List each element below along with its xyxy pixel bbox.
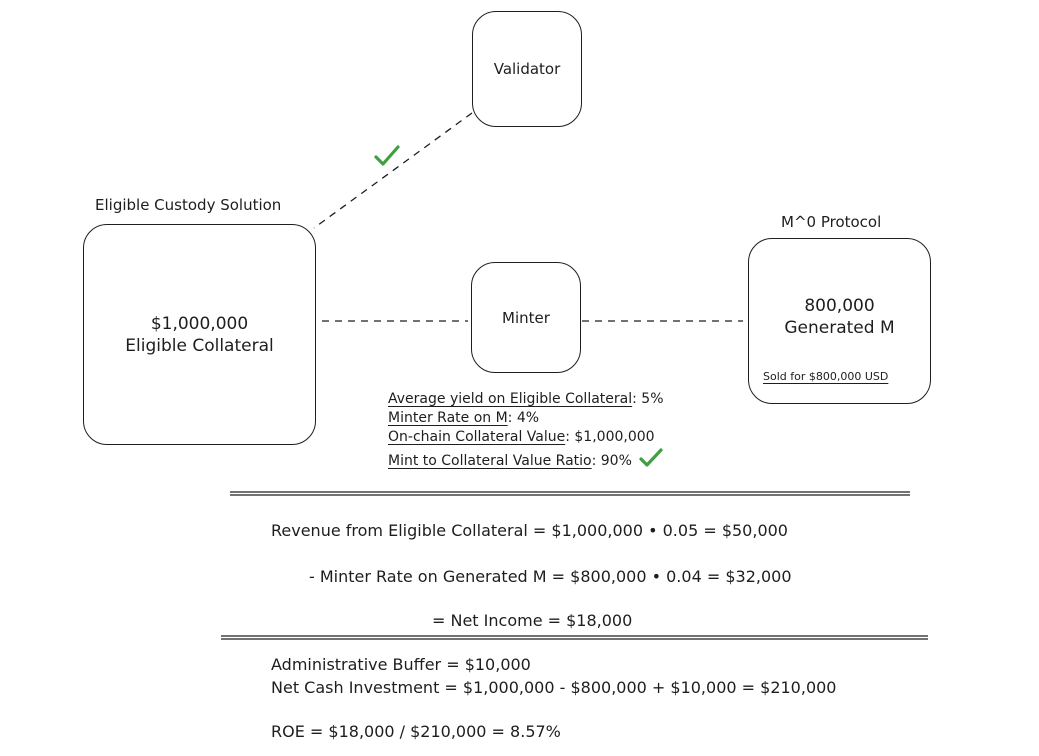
- stat-row: Minter Rate on M: 4%: [388, 409, 664, 428]
- validator-custody-connector: [313, 112, 473, 229]
- protocol-box[interactable]: 800,000 Generated M Sold for $800,000 US…: [748, 238, 931, 404]
- protocol-sold-note: Sold for $800,000 USD: [763, 370, 889, 383]
- validator-label: Validator: [493, 60, 561, 78]
- custody-subtitle: Eligible Collateral: [125, 335, 274, 356]
- stat-key: On-chain Collateral Value: [388, 429, 566, 445]
- minter-label: Minter: [502, 308, 550, 327]
- calc-net-income: = Net Income = $18,000: [432, 611, 633, 630]
- stat-row: Mint to Collateral Value Ratio: 90%: [388, 447, 664, 471]
- calc-revenue: Revenue from Eligible Collateral = $1,00…: [271, 521, 788, 540]
- calc-minter-rate: - Minter Rate on Generated M = $800,000 …: [309, 567, 792, 586]
- custody-title: Eligible Custody Solution: [95, 196, 282, 214]
- protocol-amount: 800,000: [804, 296, 875, 316]
- custody-amount: $1,000,000: [150, 313, 249, 334]
- protocol-title: M^0 Protocol: [781, 213, 882, 231]
- stat-key: Minter Rate on M: [388, 410, 508, 426]
- stat-value: : $1,000,000: [565, 429, 655, 445]
- stat-value: : 4%: [507, 410, 540, 426]
- stat-row: Average yield on Eligible Collateral: 5%: [388, 390, 664, 409]
- checkmark-icon: [374, 145, 400, 166]
- calc-net-cash: Net Cash Investment = $1,000,000 - $800,…: [271, 678, 837, 697]
- stat-key: Average yield on Eligible Collateral: [388, 391, 633, 407]
- stat-value: : 90%: [591, 453, 632, 469]
- custody-box[interactable]: $1,000,000 Eligible Collateral: [83, 224, 316, 445]
- calc-admin-buffer: Administrative Buffer = $10,000: [271, 655, 531, 674]
- stats-list: Average yield on Eligible Collateral: 5%…: [388, 390, 664, 471]
- protocol-subtitle: Generated M: [784, 318, 895, 338]
- stat-key: Mint to Collateral Value Ratio: [388, 453, 592, 469]
- stat-row: On-chain Collateral Value: $1,000,000: [388, 428, 664, 447]
- stat-value: : 5%: [632, 391, 664, 407]
- minter-box[interactable]: Minter: [471, 262, 581, 373]
- checkmark-icon: [639, 448, 663, 467]
- validator-box[interactable]: Validator: [472, 11, 582, 127]
- calc-roe: ROE = $18,000 / $210,000 = 8.57%: [271, 722, 561, 741]
